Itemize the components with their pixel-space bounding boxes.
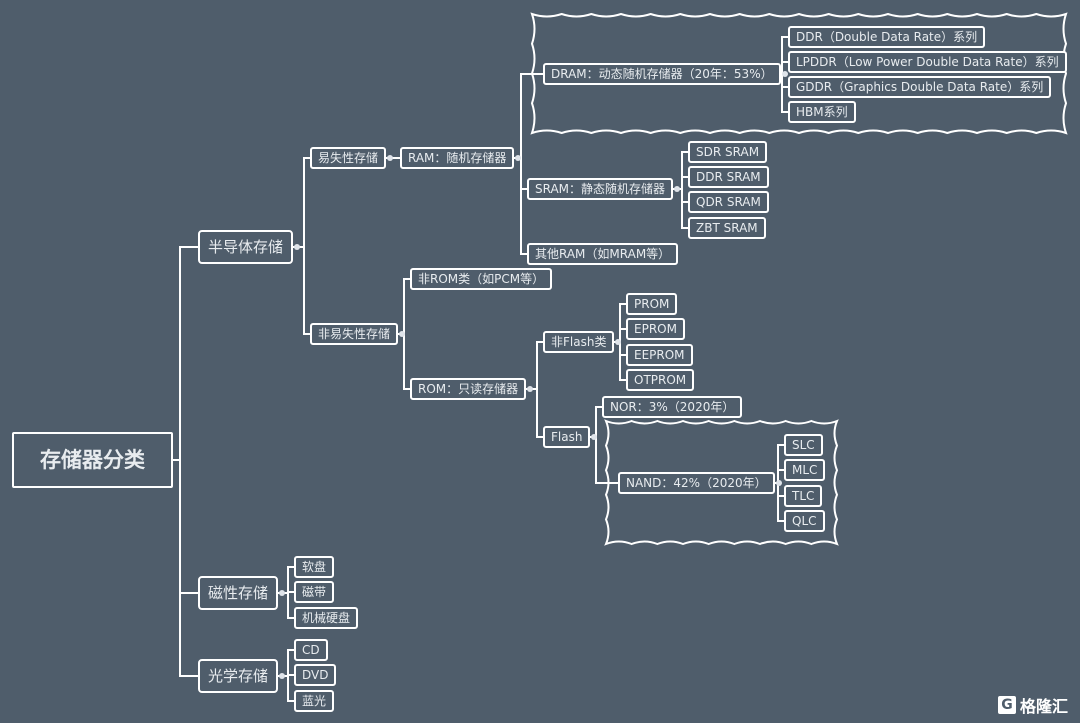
connector	[287, 593, 294, 619]
collapse-dot-icon[interactable]	[294, 244, 300, 250]
node-nonvolatile[interactable]: 非易失性存储	[310, 323, 399, 345]
node-tlc[interactable]: TLC	[784, 485, 823, 507]
node-optical[interactable]: 光学存储	[198, 659, 279, 693]
node-nonrom[interactable]: 非ROM类（如PCM等）	[410, 268, 553, 290]
node-volatile[interactable]: 易失性存储	[310, 147, 387, 169]
connector	[536, 341, 543, 389]
connector	[536, 389, 543, 438]
node-prom[interactable]: PROM	[626, 293, 678, 315]
node-nor[interactable]: NOR：3%（2020年）	[602, 396, 743, 418]
connector	[287, 591, 294, 593]
node-tape[interactable]: 磁带	[294, 581, 335, 603]
connector	[595, 437, 618, 484]
connector	[520, 158, 527, 255]
connector	[681, 176, 688, 189]
node-flash[interactable]: Flash	[543, 426, 591, 448]
node-ddr-sram[interactable]: DDR SRAM	[688, 166, 769, 188]
node-zbt-sram[interactable]: ZBT SRAM	[688, 217, 766, 239]
connector	[403, 334, 410, 390]
collapse-dot-icon[interactable]	[515, 155, 521, 161]
node-bluray[interactable]: 蓝光	[294, 690, 335, 712]
node-sdr-sram[interactable]: SDR SRAM	[688, 141, 768, 163]
collapse-dot-icon[interactable]	[674, 186, 680, 192]
cloud-boundary	[530, 12, 1068, 135]
connector	[179, 246, 198, 460]
watermark-text: 格隆汇	[1019, 697, 1068, 716]
collapse-dot-icon[interactable]	[399, 331, 405, 337]
node-sram[interactable]: SRAM：静态随机存储器	[527, 178, 674, 200]
node-lpddr[interactable]: LPDDR（Low Power Double Data Rate）系列	[788, 51, 1067, 73]
node-eprom[interactable]: EPROM	[626, 318, 685, 340]
connector	[303, 247, 310, 335]
node-otprom[interactable]: OTPROM	[626, 369, 695, 391]
node-floppy[interactable]: 软盘	[294, 556, 335, 578]
node-hbm[interactable]: HBM系列	[788, 101, 856, 123]
collapse-dot-icon[interactable]	[279, 590, 285, 596]
collapse-dot-icon[interactable]	[279, 673, 285, 679]
node-nonflash[interactable]: 非Flash类	[543, 331, 615, 353]
connector	[287, 674, 294, 676]
root-node[interactable]: 存储器分类	[12, 432, 173, 488]
node-qdr-sram[interactable]: QDR SRAM	[688, 191, 769, 213]
connector	[781, 61, 788, 74]
node-hdd[interactable]: 机械硬盘	[294, 607, 359, 629]
connector	[777, 483, 784, 522]
cloud-boundary	[604, 419, 839, 546]
connector	[781, 74, 788, 113]
connector	[287, 649, 294, 676]
connector	[595, 406, 602, 437]
node-slc[interactable]: SLC	[784, 434, 823, 456]
node-other-ram[interactable]: 其他RAM（如MRAM等）	[527, 243, 679, 265]
connector	[403, 278, 410, 334]
collapse-dot-icon[interactable]	[776, 480, 782, 486]
collapse-dot-icon[interactable]	[387, 155, 393, 161]
connector	[619, 328, 626, 342]
connector	[520, 73, 543, 158]
node-cd[interactable]: CD	[294, 639, 328, 661]
connector	[179, 460, 198, 677]
connector	[681, 189, 688, 229]
node-rom[interactable]: ROM：只读存储器	[410, 378, 527, 400]
logo-g-icon: G	[997, 696, 1016, 714]
node-dvd[interactable]: DVD	[294, 664, 337, 686]
node-dram[interactable]: DRAM：动态随机存储器（20年：53%）	[543, 63, 781, 85]
collapse-dot-icon[interactable]	[527, 386, 533, 392]
collapse-dot-icon[interactable]	[615, 339, 621, 345]
node-ram[interactable]: RAM：随机存储器	[400, 147, 515, 169]
node-magnetic[interactable]: 磁性存储	[198, 576, 279, 610]
connector	[287, 676, 294, 702]
node-qlc[interactable]: QLC	[784, 510, 825, 532]
connector	[303, 157, 310, 247]
node-nand[interactable]: NAND：42%（2020年）	[618, 472, 775, 494]
node-eeprom[interactable]: EEPROM	[626, 344, 693, 366]
node-mlc[interactable]: MLC	[784, 459, 826, 481]
node-ddr[interactable]: DDR（Double Data Rate）系列	[788, 26, 986, 48]
node-semiconductor[interactable]: 半导体存储	[198, 230, 294, 264]
connector	[179, 460, 198, 594]
connector	[287, 566, 294, 593]
connector	[619, 342, 626, 381]
connector	[777, 469, 784, 483]
collapse-dot-icon[interactable]	[782, 71, 788, 77]
collapse-dot-icon[interactable]	[591, 434, 597, 440]
node-gddr[interactable]: GDDR（Graphics Double Data Rate）系列	[788, 76, 1052, 98]
